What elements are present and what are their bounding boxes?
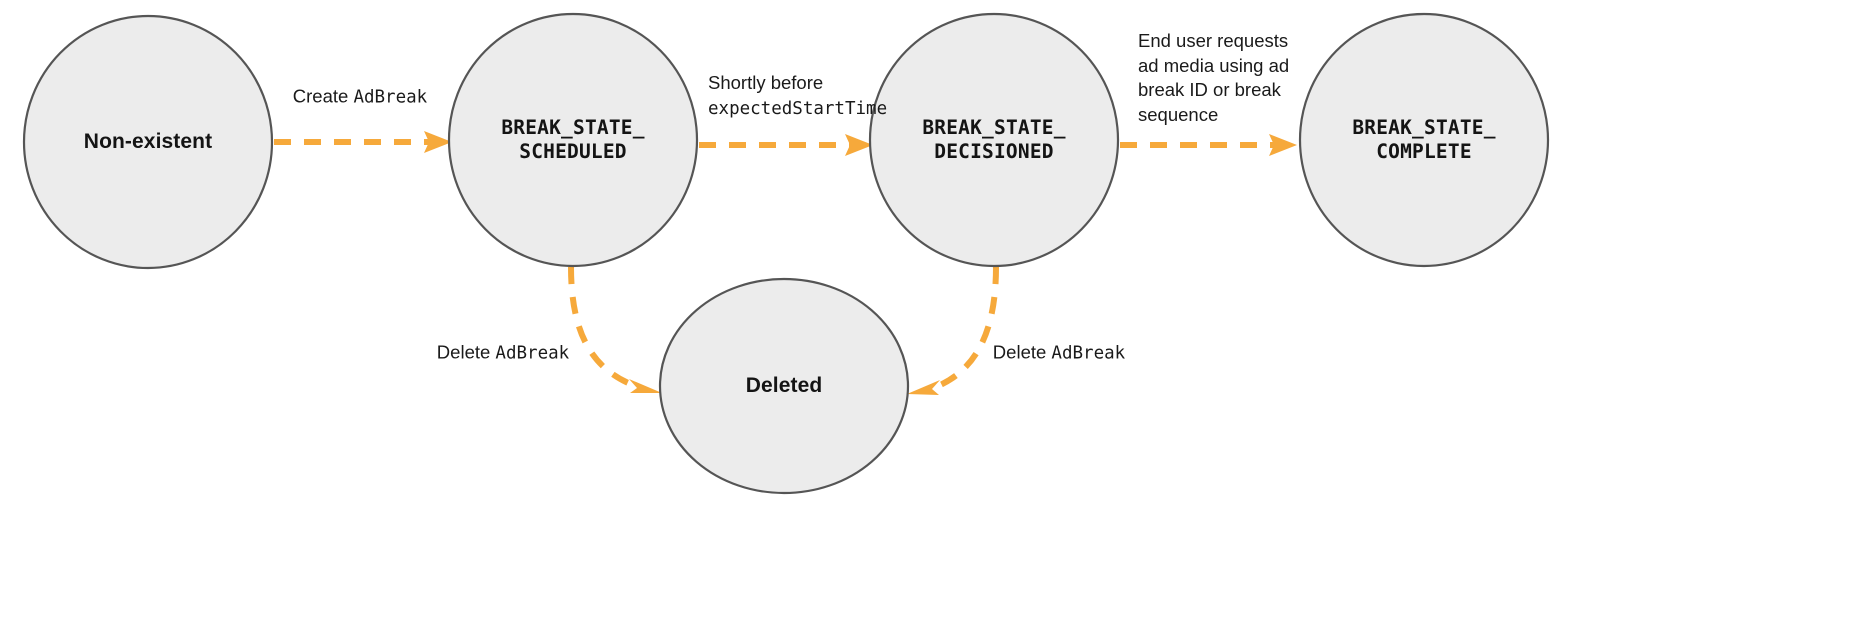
node-non-existent[interactable] — [22, 14, 274, 270]
edge-delete-from-scheduled-path — [568, 266, 635, 388]
edge-create-adbreak[interactable] — [274, 131, 452, 153]
edge-create-adbreak-arrowhead — [424, 131, 452, 153]
edge-shortly-before-arrowhead — [845, 134, 873, 156]
edges-group — [274, 131, 1297, 395]
node-deleted[interactable] — [658, 277, 910, 495]
node-break-state-complete[interactable] — [1298, 12, 1550, 268]
edge-end-user-requests-group[interactable] — [1120, 134, 1297, 156]
edge-delete-from-decisioned-group[interactable] — [907, 266, 999, 395]
edge-delete-from-scheduled-arrowhead — [629, 379, 662, 393]
edge-delete-from-decisioned-path — [934, 266, 999, 390]
node-break-state-decisioned[interactable] — [868, 12, 1120, 268]
edge-shortly-before-path-group[interactable] — [699, 134, 873, 156]
edge-delete-from-decisioned-arrowhead — [907, 380, 940, 395]
node-break-state-scheduled[interactable] — [447, 12, 699, 268]
edge-end-user-requests-arrowhead — [1269, 134, 1297, 156]
nodes-group — [22, 12, 1550, 495]
edge-delete-from-scheduled-group[interactable] — [568, 266, 662, 393]
